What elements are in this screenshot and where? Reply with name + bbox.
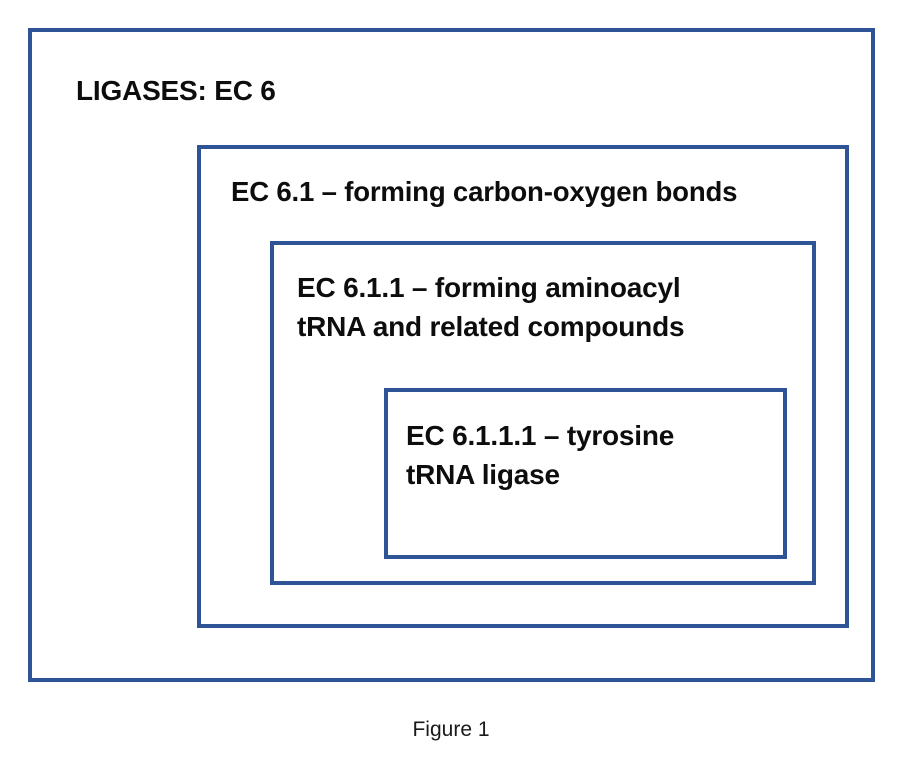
ec-serial-box-6-1-1-1: EC 6.1.1.1 – tyrosine tRNA ligase [384, 388, 787, 559]
ec-subclass-box-6-1: EC 6.1 – forming carbon-oxygen bonds EC … [197, 145, 849, 628]
ec-serial-label-6-1-1-1: EC 6.1.1.1 – tyrosine tRNA ligase [406, 420, 675, 490]
figure-caption: Figure 1 [412, 718, 490, 741]
ec-sub-subclass-box-6-1-1: EC 6.1.1 – forming aminoacyl tRNA and re… [270, 241, 816, 585]
ec-subclass-label-6-1: EC 6.1 – forming carbon-oxygen bonds [231, 176, 738, 207]
ec-class-label-ligases: LIGASES: EC 6 [76, 75, 276, 106]
ec-sub-subclass-label-6-1-1: EC 6.1.1 – forming aminoacyl tRNA and re… [297, 272, 685, 342]
ec-class-box-ligases: LIGASES: EC 6 EC 6.1 – forming carbon-ox… [28, 28, 875, 682]
